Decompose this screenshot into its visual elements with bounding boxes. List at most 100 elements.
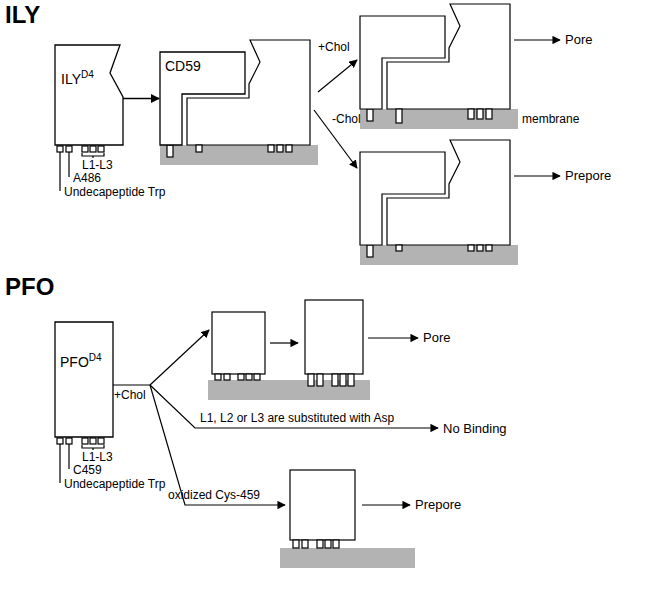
outcome-label: Prepore xyxy=(565,168,611,183)
node-text: ILYD4 xyxy=(61,67,94,87)
l-loop xyxy=(90,146,96,152)
leader-line xyxy=(59,444,60,483)
l-loop xyxy=(98,438,104,444)
pfo-domain xyxy=(305,300,363,374)
condition-label: +Chol xyxy=(114,388,146,402)
binding-arrow xyxy=(123,98,159,99)
l-loop xyxy=(340,374,346,386)
undecapeptide-loop xyxy=(196,145,202,152)
ily-d4-domain: ILYD4 xyxy=(55,45,123,145)
node-shape xyxy=(55,322,113,437)
undecapeptide-loop xyxy=(57,438,63,444)
cd59-receptor: CD59 xyxy=(160,52,245,145)
ily-domain xyxy=(387,4,510,109)
residue-loop xyxy=(317,374,323,386)
arrow xyxy=(514,39,560,40)
outcome-label: Pore xyxy=(565,32,592,47)
l-loop xyxy=(82,146,88,152)
undecapeptide-loop xyxy=(396,245,402,251)
brace xyxy=(82,445,104,450)
leader-line xyxy=(59,152,60,191)
membrane xyxy=(360,109,518,129)
section-title: ILY xyxy=(5,2,40,28)
arrow xyxy=(150,385,285,505)
undecapeptide-loop xyxy=(57,146,63,152)
arrow xyxy=(514,175,560,176)
l-loop xyxy=(332,374,338,386)
l-loop xyxy=(486,109,492,119)
pfo-domain xyxy=(290,470,355,540)
outcome-label: Prepore xyxy=(415,497,461,512)
loop-label: L1-L3 xyxy=(82,158,113,172)
membrane xyxy=(160,145,318,165)
node-shape xyxy=(55,45,123,145)
node-outline xyxy=(55,322,113,437)
membrane xyxy=(360,245,518,265)
arrow xyxy=(318,60,357,92)
l-loop xyxy=(317,540,323,548)
l-loop xyxy=(268,145,274,152)
section-title: PFO xyxy=(5,274,54,300)
domain-superscript: D4 xyxy=(89,352,102,363)
arrow xyxy=(362,504,410,505)
node-shape xyxy=(160,52,245,145)
node-text: CD59 xyxy=(165,58,201,74)
l-loop xyxy=(468,109,474,119)
l-loop xyxy=(348,374,354,386)
residue-loop xyxy=(224,374,230,380)
l-loop xyxy=(325,540,331,548)
l-loop xyxy=(468,245,474,251)
node-outline xyxy=(55,45,123,145)
leader-line xyxy=(68,152,69,177)
residue-loop xyxy=(66,438,72,444)
arrow xyxy=(270,342,298,343)
domain-name: CD59 xyxy=(165,58,201,74)
domain-name: PFO xyxy=(60,354,89,370)
residue-loop xyxy=(66,146,72,152)
l-loop xyxy=(246,374,252,380)
undecapeptide-loop xyxy=(215,374,221,380)
outcome-label: No Binding xyxy=(443,421,507,436)
pfo-d4-domain: PFOD4 xyxy=(55,322,113,437)
domain-name: ILY xyxy=(61,71,81,87)
leader-line xyxy=(68,444,69,469)
l-loop xyxy=(486,245,492,251)
condition-label: +Chol xyxy=(318,40,350,54)
residue-label: Undecapeptide Trp xyxy=(64,477,165,491)
l-loop xyxy=(333,540,339,548)
l-loop xyxy=(98,146,104,152)
l-loop xyxy=(82,438,88,444)
l-loop xyxy=(477,245,483,251)
gpi-anchor xyxy=(367,109,373,121)
arrow xyxy=(150,330,209,385)
membrane-label: membrane xyxy=(522,112,579,126)
l-loop xyxy=(254,374,260,380)
membrane xyxy=(280,548,415,568)
arrow xyxy=(368,337,418,338)
condition-label: oxidized Cys-459 xyxy=(168,488,260,502)
undecapeptide-loop xyxy=(293,540,299,548)
l-loop xyxy=(286,145,292,152)
l-loop xyxy=(277,145,283,152)
domain-superscript: D4 xyxy=(81,69,94,80)
outcome-label: Pore xyxy=(423,330,450,345)
residue-label: Undecapeptide Trp xyxy=(64,185,165,199)
undecapeptide-loop xyxy=(308,374,314,386)
l-loop xyxy=(90,438,96,444)
residue-loop xyxy=(302,540,308,548)
residue-label: C459 xyxy=(73,463,102,477)
ily-domain xyxy=(387,140,510,245)
l-loop xyxy=(238,374,244,380)
loop-label: L1-L3 xyxy=(82,450,113,464)
node-text: PFOD4 xyxy=(60,350,102,370)
undecapeptide-loop xyxy=(396,109,402,123)
brace xyxy=(82,153,104,158)
arrow-stem xyxy=(113,384,150,385)
gpi-anchor xyxy=(167,145,173,157)
condition-label: -Chol xyxy=(332,112,361,126)
residue-label: A486 xyxy=(73,171,101,185)
l-loop xyxy=(477,109,483,119)
condition-label: L1, L2 or L3 are substituted with Asp xyxy=(200,411,394,425)
pfo-domain xyxy=(212,312,265,374)
